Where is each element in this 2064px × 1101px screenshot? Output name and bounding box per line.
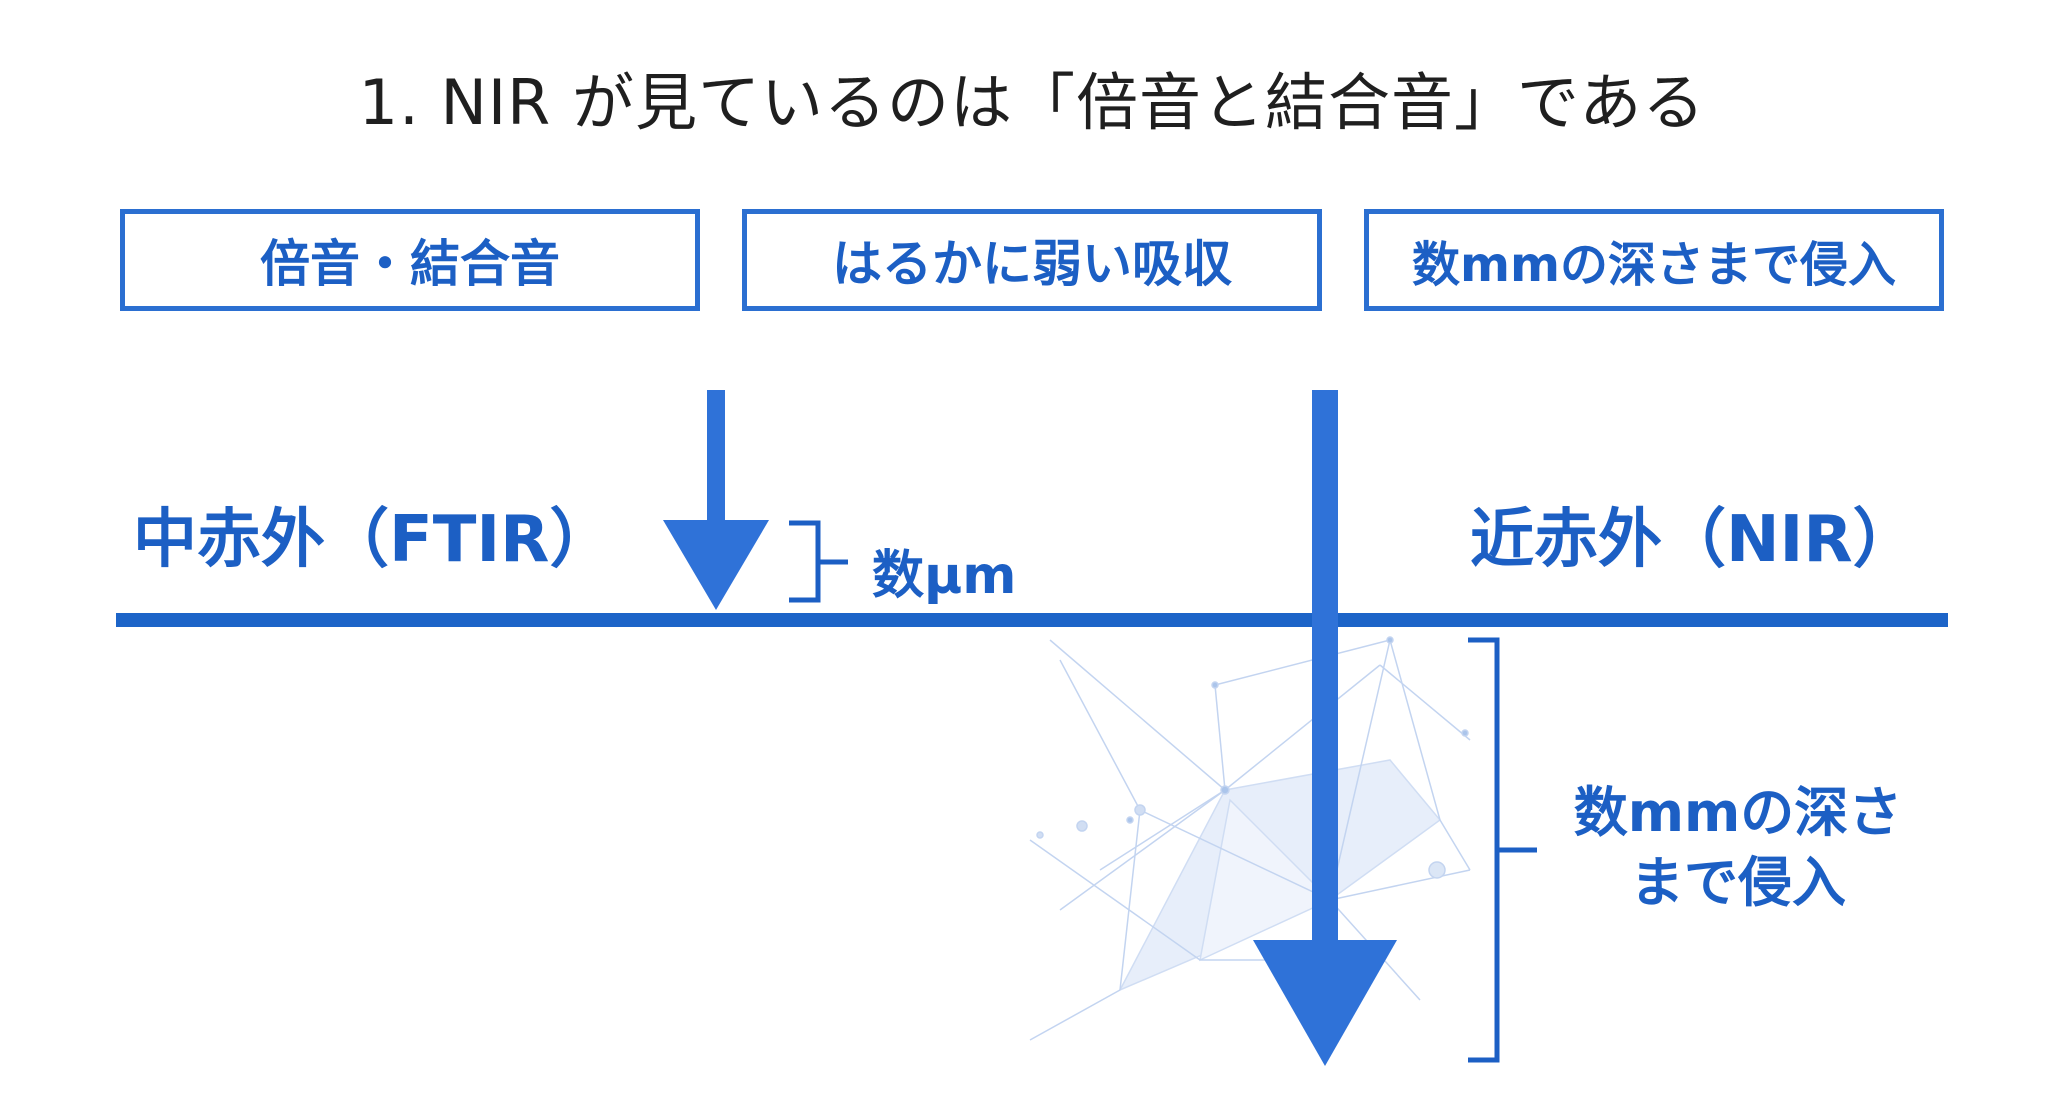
- tag-overtone-combination: 倍音・結合音: [120, 209, 700, 311]
- nir-arrow-shaft: [1312, 390, 1338, 950]
- deep-depth-label: 数mmの深さ まで侵入: [1548, 778, 1928, 918]
- deep-depth-label-line2: まで侵入: [1630, 851, 1846, 915]
- page-title: 1. NIR が見ているのは「倍音と結合音」である: [358, 66, 1706, 139]
- nir-arrow-head: [1253, 940, 1397, 1066]
- tag-mm-penetration: 数mmの深さまで侵入: [1364, 209, 1944, 311]
- surface-line: [116, 613, 1948, 627]
- ftir-arrow-shaft: [707, 390, 725, 530]
- mid-infrared-label: 中赤外（FTIR）: [133, 503, 614, 577]
- tag-weak-absorption: はるかに弱い吸収: [742, 209, 1322, 311]
- shallow-depth-label: 数μm: [872, 546, 1017, 606]
- network-decoration: [1029, 636, 1471, 1041]
- deep-depth-label-line1: 数mmの深さ: [1573, 781, 1903, 844]
- ftir-arrow-head: [663, 520, 769, 610]
- shallow-depth-bracket: [789, 520, 848, 603]
- near-infrared-label: 近赤外（NIR）: [1470, 503, 1917, 577]
- deep-depth-bracket: [1468, 637, 1537, 1063]
